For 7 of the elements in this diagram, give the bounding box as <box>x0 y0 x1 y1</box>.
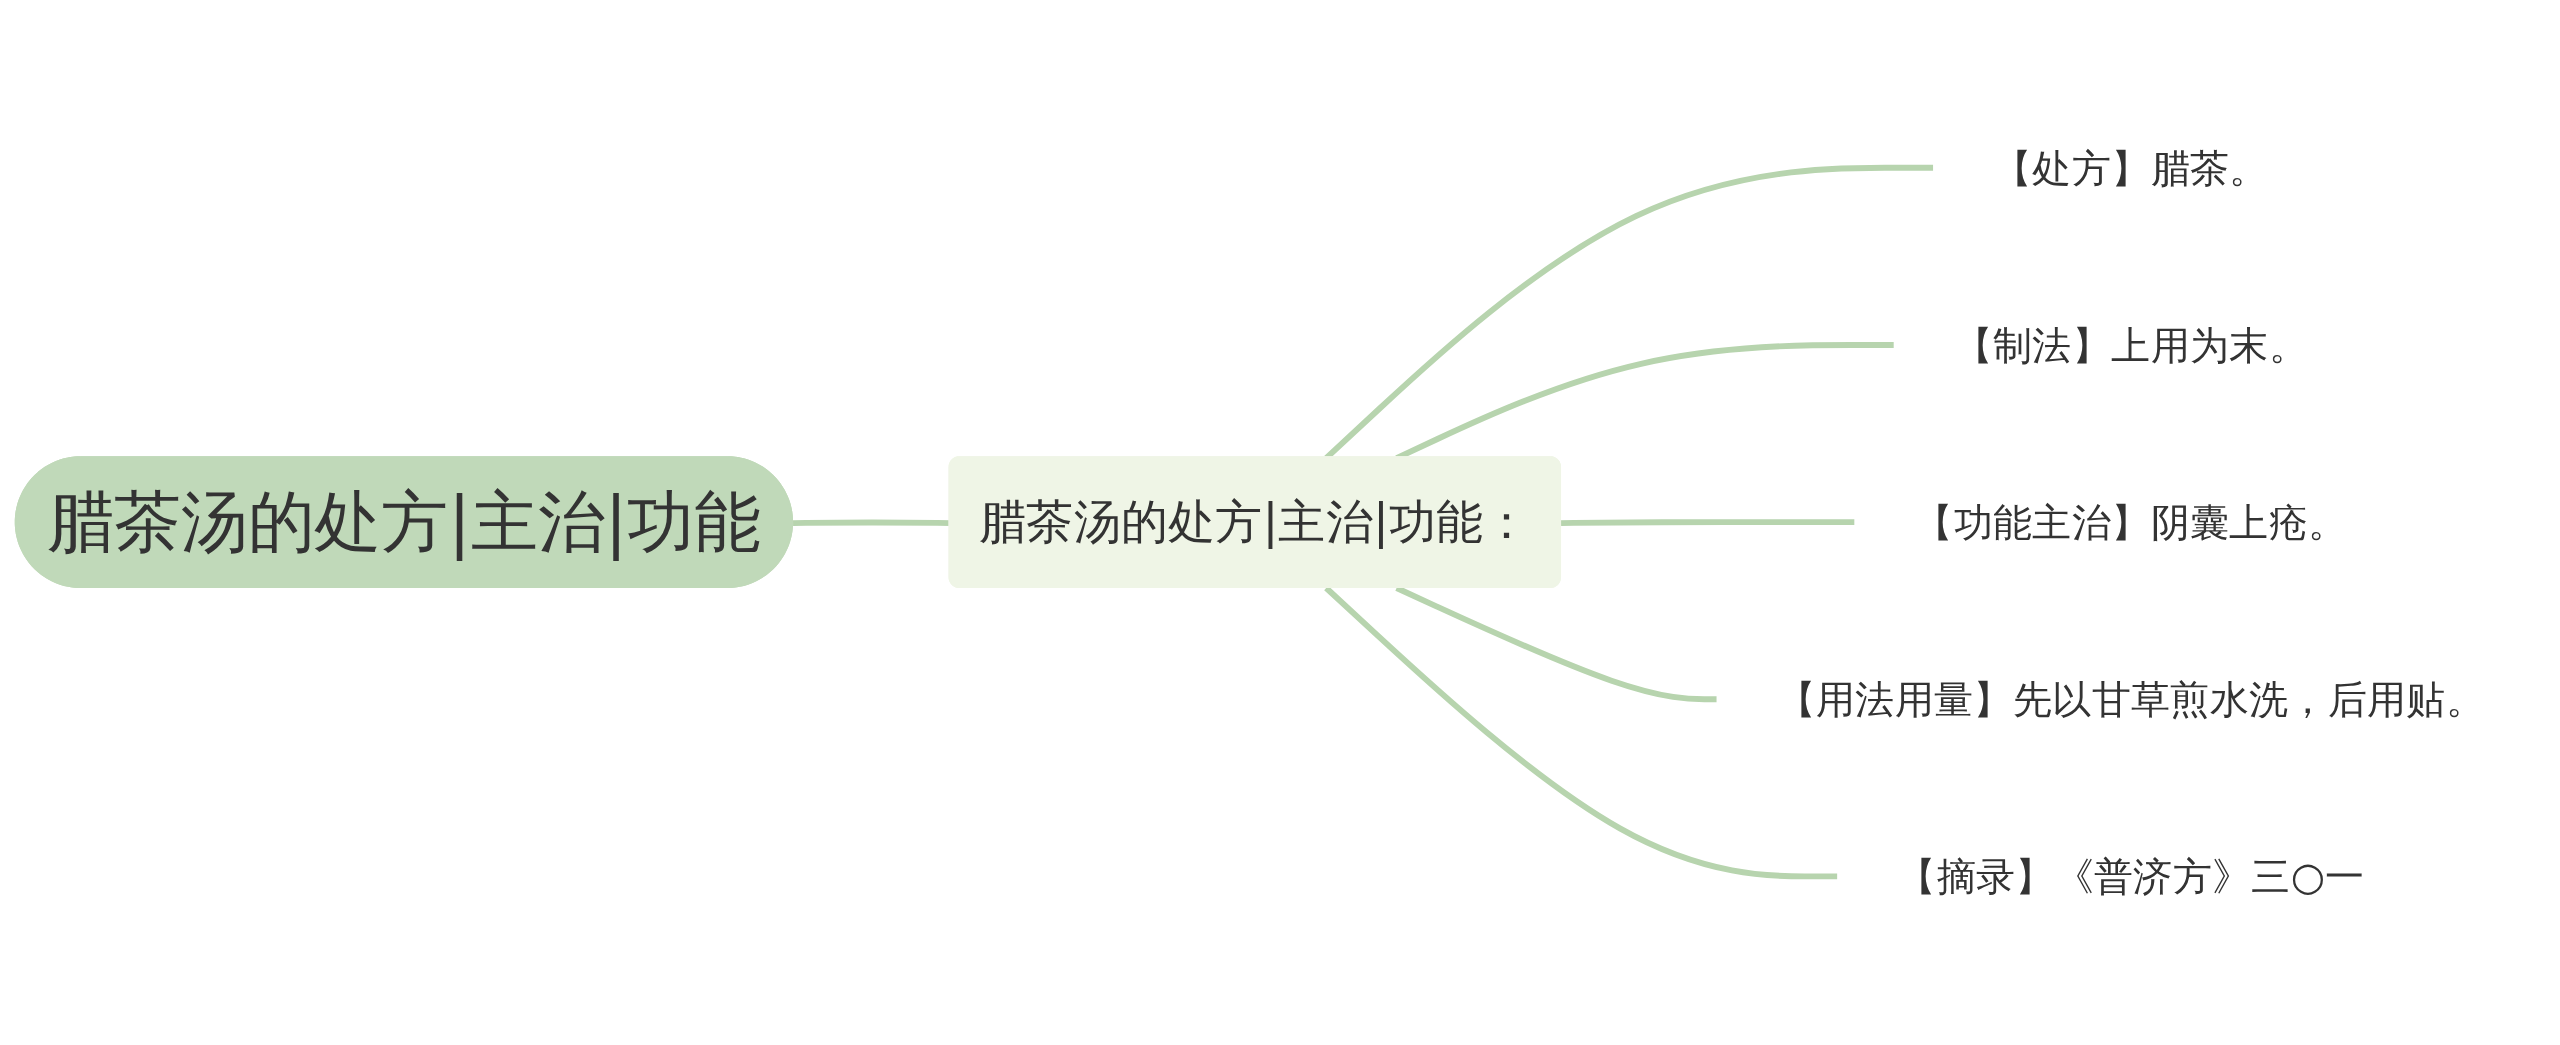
node-text: 【用法用量】先以甘草煎水洗，后用贴。 <box>1776 676 2486 724</box>
node-text: 【摘录】《普济方》三○一 <box>1897 853 2365 901</box>
node-text: 【功能主治】阴囊上疮。 <box>1914 498 2348 547</box>
node-text: 【制法】上用为末。 <box>1953 321 2309 369</box>
node-text: 【处方】腊茶。 <box>1993 144 2269 192</box>
connector <box>1324 586 1839 880</box>
connector <box>1561 519 1856 527</box>
